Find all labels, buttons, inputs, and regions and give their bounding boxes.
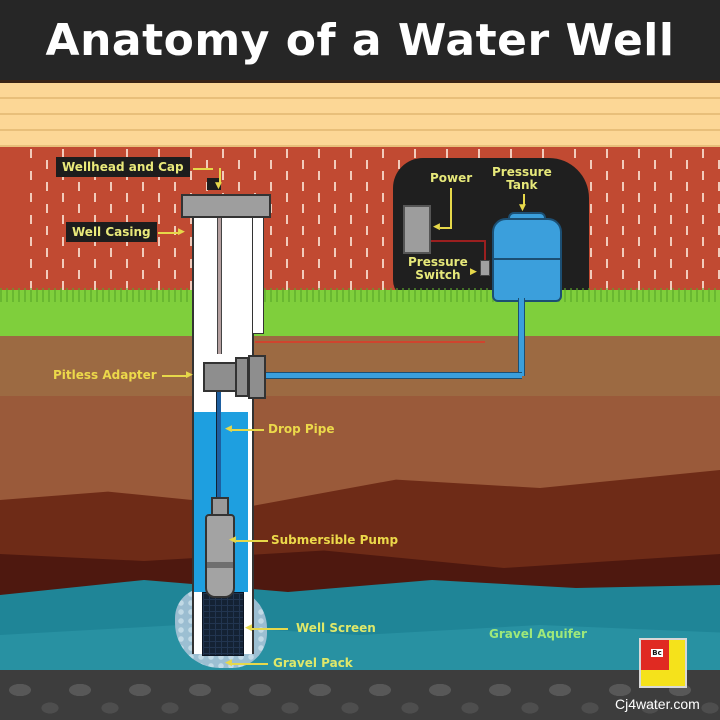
arrow-left-icon: ◀ xyxy=(229,535,236,545)
label-well-screen: Well Screen xyxy=(296,621,376,635)
arrow-line xyxy=(232,663,268,665)
label-wellhead-and-cap: Wellhead and Cap xyxy=(56,157,190,177)
pump-band xyxy=(207,562,233,568)
wellhead-cap xyxy=(181,194,271,218)
pitless-adapter-body xyxy=(203,362,239,392)
buried-power-wire xyxy=(255,341,485,343)
arrow-left-icon: ◀ xyxy=(245,623,252,633)
supply-pipe-horizontal xyxy=(264,372,522,379)
label-submersible-pump: Submersible Pump xyxy=(271,533,399,547)
label-drop-pipe: Drop Pipe xyxy=(268,422,335,436)
label-wellhead-arrow-bg xyxy=(207,178,221,190)
website-url: Cj4water.com xyxy=(615,696,700,712)
arrow-left-icon: ◀ xyxy=(433,222,440,232)
pressure-tank-band xyxy=(492,258,562,260)
arrow-down-icon: ▼ xyxy=(519,203,526,213)
arrow-right-icon: ▶ xyxy=(470,267,477,277)
vent-pipe xyxy=(252,214,264,334)
arrow-line xyxy=(523,194,525,206)
arrow-left-icon: ◀ xyxy=(225,658,232,668)
arrow-left-icon: ◀ xyxy=(225,424,232,434)
arrow-line xyxy=(252,628,288,630)
pitless-adapter-outer xyxy=(248,355,266,399)
arrow-line xyxy=(162,375,186,377)
arrow-right-icon: ▶ xyxy=(186,370,193,380)
drop-pipe xyxy=(216,390,221,510)
well-screen xyxy=(202,592,244,656)
label-pressure-tank: Pressure Tank xyxy=(492,165,552,192)
bedrock-layer xyxy=(0,670,720,720)
label-pressure-switch: Pressure Switch xyxy=(408,255,468,282)
power-box xyxy=(403,205,431,254)
arrow-right-icon: ▶ xyxy=(178,227,185,237)
arrow-line xyxy=(236,540,268,542)
house-siding xyxy=(0,83,720,147)
pitless-adapter-flange xyxy=(235,357,249,397)
label-power: Power xyxy=(430,171,473,185)
arrow-line xyxy=(450,188,452,228)
arrow-line xyxy=(440,227,452,229)
title-bar: Anatomy of a Water Well xyxy=(0,0,720,83)
diagram-title: Anatomy of a Water Well xyxy=(45,14,675,66)
arrow-line xyxy=(232,429,264,431)
submersible-pump xyxy=(205,514,235,598)
arrow-line xyxy=(193,168,213,170)
label-pitless-adapter: Pitless Adapter xyxy=(53,368,157,382)
power-wire xyxy=(429,240,486,262)
pressure-tank xyxy=(492,218,562,302)
label-gravel-pack: Gravel Pack xyxy=(273,656,353,670)
label-well-casing: Well Casing xyxy=(66,222,157,242)
arrow-line xyxy=(219,168,221,184)
company-logo-mark: Bc xyxy=(651,649,663,657)
arrow-line xyxy=(158,232,178,234)
pump-wire-conduit xyxy=(217,214,222,354)
topsoil-layer xyxy=(0,336,720,396)
grass-blades xyxy=(0,288,720,302)
arrow-down-icon: ▼ xyxy=(215,181,222,191)
supply-pipe-vertical xyxy=(518,298,525,376)
pressure-switch xyxy=(480,260,490,276)
label-gravel-aquifer: Gravel Aquifer xyxy=(489,627,587,641)
